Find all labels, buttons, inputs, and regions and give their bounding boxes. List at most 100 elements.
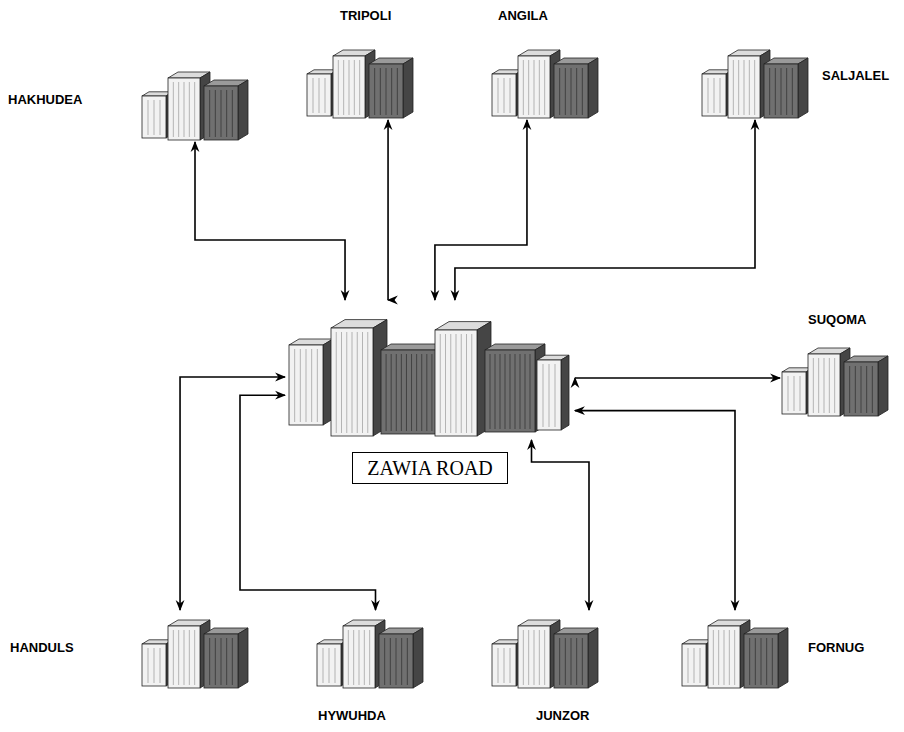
rack-stripe [534,630,535,685]
rack-stripe [396,638,397,685]
rack-stripe [431,354,432,431]
rack-stripe [714,78,715,113]
rack-stripe [349,60,350,115]
rack-stripe [336,332,337,433]
rack-stripe [173,630,174,685]
rack-stripe [504,78,505,113]
rack-stripe [194,630,195,685]
rack-stripe [221,638,222,685]
rack-stripe [232,638,233,685]
server-node: TRIPOLI [305,40,415,120]
rack-stripe [720,78,721,113]
rack-stripe [571,68,572,115]
rack-stripe [335,648,336,683]
site-name: ANGILA [498,8,548,24]
rack-stripe [829,358,830,413]
rack-stripe [504,648,505,683]
rack-stripe [148,648,149,683]
rack-stripe [734,630,735,685]
rack-stripe [769,68,770,115]
rack-stripe [788,376,789,411]
rack-stripe [738,60,739,115]
rack-side [778,628,788,688]
rack-stripe [539,60,540,115]
rack-front [343,626,375,688]
rack-stripe [718,630,719,685]
rack-stripe [539,630,540,685]
rack-stripe [849,366,850,413]
rack-stripe [749,60,750,115]
rack-stripe [792,68,793,115]
rack-stripe [407,638,408,685]
rack-side [413,628,423,688]
rack-side [561,355,569,430]
rack-stripe [401,354,402,431]
server-rack-icon [140,62,250,142]
rack-front [142,644,166,686]
server-rack-icon [285,300,575,440]
rack-stripe [500,354,501,429]
link-arrow [180,377,285,610]
rack-stripe [226,638,227,685]
rack-side [403,58,413,118]
rack-stripe [325,78,326,113]
link-arrow [575,411,735,610]
rack-stripe [194,82,195,137]
rack-stripe [232,90,233,137]
rack-stripe [510,354,511,429]
rack-stripe [369,630,370,685]
rack-stripe [184,82,185,137]
rack-stripe [510,78,511,113]
rack-stripe [313,78,314,113]
rack-stripe [348,630,349,685]
rack-front [204,634,238,688]
rack-stripe [329,648,330,683]
server-node: ANGILA [490,40,600,120]
rack-front [168,78,200,140]
rack-stripe [749,638,750,685]
rack-stripe [390,638,391,685]
server-node: HYWUHDA [315,610,425,690]
rack-stripe [724,630,725,685]
site-name: HANDULS [10,640,74,656]
rack-stripe [226,90,227,137]
rack-stripe [813,358,814,413]
rack-front [554,64,588,118]
central-server: ZAWIA ROAD [285,300,575,440]
rack-stripe [294,349,295,422]
server-rack-icon [305,40,415,120]
rack-side [798,58,808,118]
rack-front [728,56,760,118]
rack-stripe [154,100,155,135]
server-node: SUQOMA [780,338,890,418]
server-node: SALJALEL [700,40,810,120]
rack-stripe [386,68,387,115]
rack-stripe [352,332,353,433]
rack-front [485,350,535,432]
rack-stripe [386,354,387,431]
rack-stripe [354,60,355,115]
rack-stripe [543,364,544,427]
rack-stripe [505,354,506,429]
rack-stripe [515,354,516,429]
rack-stripe [794,376,795,411]
rack-stripe [209,638,210,685]
rack-front [808,354,840,416]
rack-stripe [154,648,155,683]
rack-stripe [343,60,344,115]
rack-stripe [426,354,427,431]
site-name: TRIPOLI [340,8,391,24]
rack-stripe [450,334,451,433]
server-node: JUNZOR [490,610,600,690]
rack-front [369,64,403,118]
rack-stripe [416,354,417,431]
rack-stripe [317,349,318,422]
rack-stripe [872,366,873,413]
rack-stripe [300,349,301,422]
site-name: SUQOMA [808,312,867,328]
rack-side [588,58,598,118]
server-rack-icon [700,40,810,120]
rack-stripe [781,68,782,115]
rack-stripe [565,638,566,685]
rack-stripe [555,364,556,427]
